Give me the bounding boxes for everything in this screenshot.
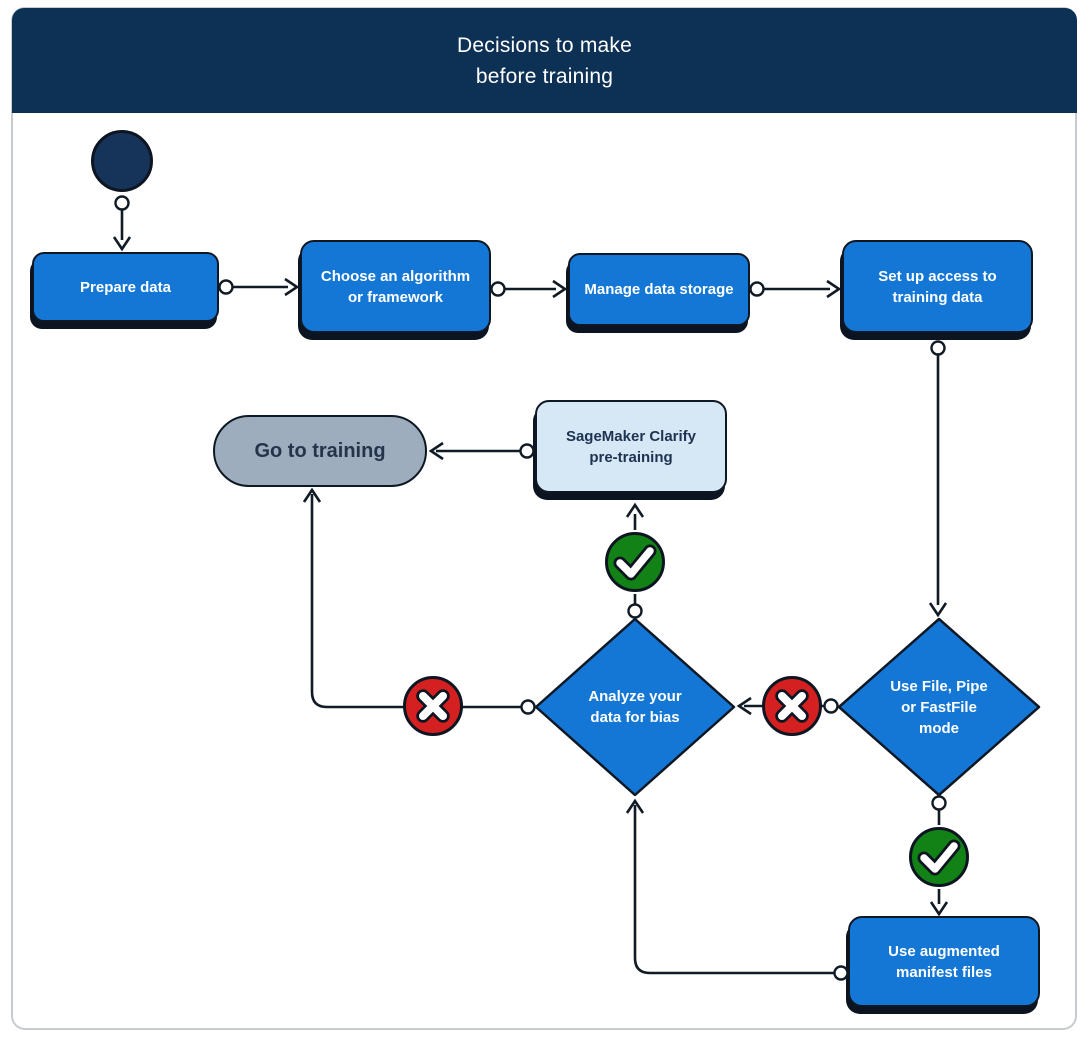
cross-icon: [403, 676, 463, 736]
node-go-to-training[interactable]: Go to training: [213, 415, 427, 487]
start-node: [91, 130, 153, 192]
node-prepare-data[interactable]: Prepare data: [32, 252, 219, 322]
check-icon: [909, 827, 969, 887]
node-label: Manage data storage: [584, 281, 734, 298]
node-label: Go to training: [254, 439, 386, 462]
diamond-shape: [837, 617, 1041, 797]
node-use-augmented-manifest-files[interactable]: Use augmented manifest files: [848, 916, 1040, 1007]
check-icon: [605, 532, 665, 592]
node-label: Choose an algorithm or framework: [320, 267, 471, 306]
diamond-shape: [534, 617, 736, 797]
badge-yes-manifest: [908, 826, 970, 888]
node-label: Use File, Pipe or FastFile mode: [890, 677, 988, 737]
node-label: Use augmented manifest files: [888, 942, 1000, 981]
decision-file-pipe-fastfile-mode[interactable]: Use File, Pipe or FastFile mode: [837, 617, 1041, 797]
node-sagemaker-clarify-pretraining[interactable]: SageMaker Clarify pre-training: [535, 400, 727, 493]
cross-icon: [762, 676, 822, 736]
badge-no-left: [402, 675, 464, 737]
node-label: Analyze your data for bias: [588, 688, 682, 726]
badge-no-right: [761, 675, 823, 737]
diagram-card: [11, 7, 1077, 1030]
diagram-header: Decisions to make before training: [12, 8, 1077, 113]
node-choose-algorithm[interactable]: Choose an algorithm or framework: [300, 240, 491, 333]
badge-yes-clarify: [604, 531, 666, 593]
decision-analyze-data-for-bias[interactable]: Analyze your data for bias: [534, 617, 736, 797]
node-label: SageMaker Clarify pre-training: [565, 427, 697, 466]
node-setup-access-training-data[interactable]: Set up access to training data: [842, 240, 1033, 333]
node-label: Set up access to training data: [878, 267, 997, 306]
node-label: Prepare data: [80, 278, 171, 296]
diagram-title: Decisions to make before training: [457, 33, 632, 88]
node-manage-data-storage[interactable]: Manage data storage: [568, 253, 750, 326]
